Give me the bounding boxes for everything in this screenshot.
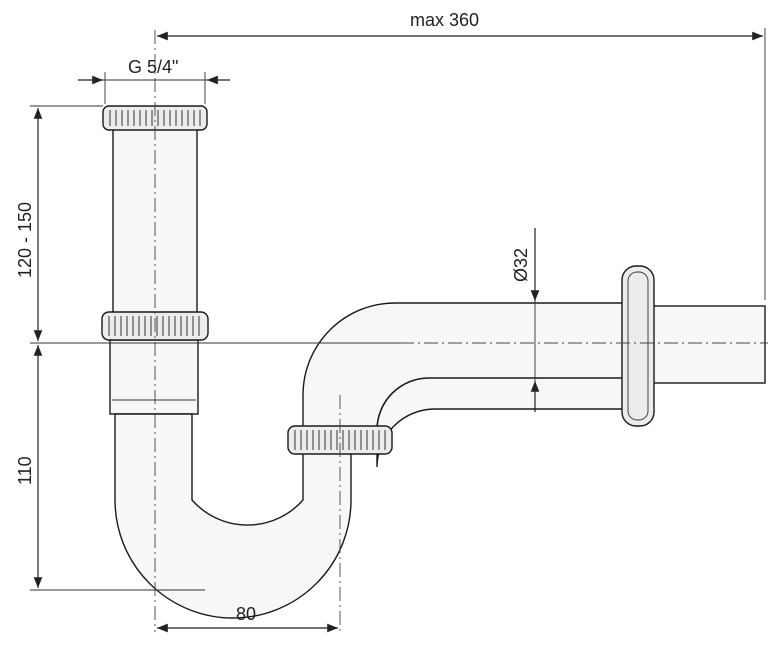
dimension-trap-width-label: 80 bbox=[236, 604, 256, 624]
siphon-body bbox=[109, 127, 766, 619]
dimension-thread: G 5/4" bbox=[78, 57, 230, 104]
dimension-pipe-diameter: Ø32 bbox=[511, 228, 540, 412]
dimension-trap-depth-label: 110 bbox=[15, 456, 35, 485]
dimension-trap-depth: 110 bbox=[15, 345, 205, 591]
wall-rosette bbox=[621, 265, 655, 427]
dimension-width-max-label: max 360 bbox=[410, 10, 479, 30]
dimension-pipe-diameter-label: Ø32 bbox=[511, 248, 531, 282]
dimension-width-max: max 360 bbox=[157, 10, 766, 300]
lower-sleeve bbox=[109, 339, 199, 415]
dimension-trap-width: 80 bbox=[157, 604, 338, 633]
outlet-pipe bbox=[649, 305, 766, 384]
dimension-thread-label: G 5/4" bbox=[128, 57, 178, 77]
dimension-tailpiece-height: 120 - 150 bbox=[15, 105, 400, 344]
dimension-tailpiece-height-label: 120 - 150 bbox=[15, 202, 35, 278]
u-bend bbox=[114, 413, 352, 619]
